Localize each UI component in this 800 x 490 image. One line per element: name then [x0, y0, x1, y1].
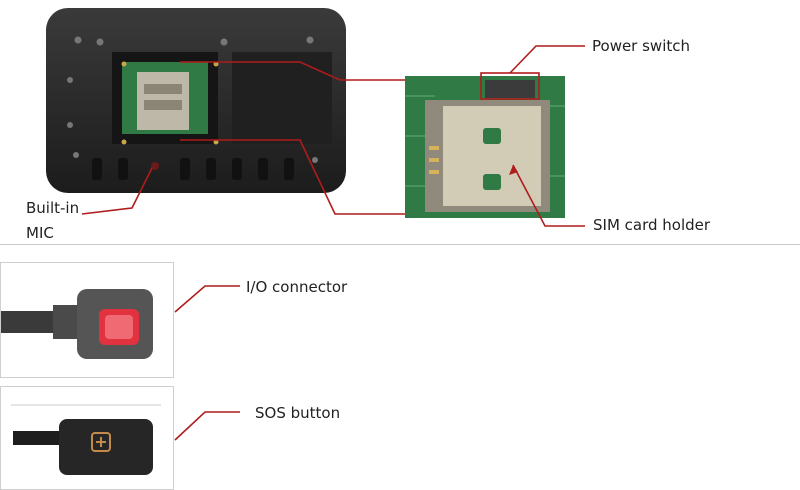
power-switch-callout-line	[509, 45, 585, 74]
plus-in-square-icon	[91, 432, 111, 452]
sim-holder-closeup-drawing	[405, 76, 565, 218]
io-connector-photo	[0, 262, 174, 378]
mic-label: MIC	[26, 224, 54, 242]
sos-button-drawing	[11, 404, 161, 475]
battery-cover	[232, 52, 332, 144]
io-connector-drawing	[1, 289, 153, 359]
section-divider	[0, 244, 800, 245]
sos-button-photo	[0, 386, 174, 490]
sos-button-label: SOS button	[255, 404, 341, 422]
sos-button-body	[59, 419, 153, 475]
io-connector-label: I/O connector	[246, 278, 348, 296]
io-connector-callout-line	[174, 285, 240, 313]
power-switch-part	[485, 80, 535, 98]
mic-hole	[151, 162, 159, 170]
sos-button-callout-line	[174, 411, 240, 441]
tracker-device-drawing	[46, 8, 346, 193]
power-switch-label: Power switch	[592, 37, 691, 55]
sim-holder-plate	[443, 106, 541, 206]
sim-card-holder-label: SIM card holder	[593, 216, 711, 234]
built-in-label: Built-in	[26, 199, 80, 217]
